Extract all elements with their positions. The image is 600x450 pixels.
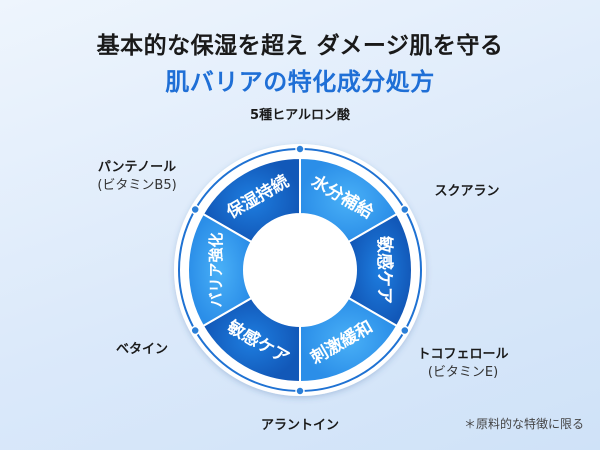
footnote: ＊原料的な特徴に限る (463, 417, 584, 431)
ingredient-label-right-top: スクアラン (412, 183, 522, 201)
ingredient-name: アラントイン (260, 418, 339, 433)
ingredient-name: 5種ヒアルロン酸 (250, 108, 350, 123)
ingredient-label-left-top: パンテノール (ビタミンB5) (82, 159, 192, 195)
title-line-1: 基本的な保湿を超え ダメージ肌を守る (96, 33, 504, 59)
ingredient-sub: (ビタミンE) (427, 365, 499, 380)
connector-dot (400, 204, 410, 215)
connector-dot (400, 325, 410, 336)
connector-dot (190, 204, 200, 215)
segment-group: 保湿持続水分補給敏感ケア刺激緩和敏感ケアバリア強化 (187, 156, 413, 384)
connector-dot (190, 325, 200, 336)
ingredient-sub: (ビタミンB5) (97, 178, 177, 193)
connector-dots (190, 144, 410, 396)
connector-dot (295, 144, 305, 154)
wheel-segment-label: バリア強化 (207, 232, 225, 307)
wheel-segment-label: 敏感ケア (374, 235, 395, 304)
ingredient-name: トコフェロール (417, 347, 509, 362)
title-line-2: 肌バリアの特化成分処方 (165, 68, 435, 96)
ingredient-name: スクアラン (434, 184, 500, 199)
ingredient-label-bottom: アラントイン (230, 417, 370, 435)
ingredient-name: ベタイン (115, 342, 168, 357)
inner-hole (244, 214, 356, 326)
connector-dot (295, 386, 305, 396)
ingredient-label-top: 5種ヒアルロン酸 (230, 107, 370, 125)
ingredient-name: パンテノール (97, 160, 177, 175)
ingredient-label-left-bottom: ベタイン (92, 341, 192, 359)
ingredient-label-right-bottom: トコフェロール (ビタミンE) (398, 346, 528, 382)
